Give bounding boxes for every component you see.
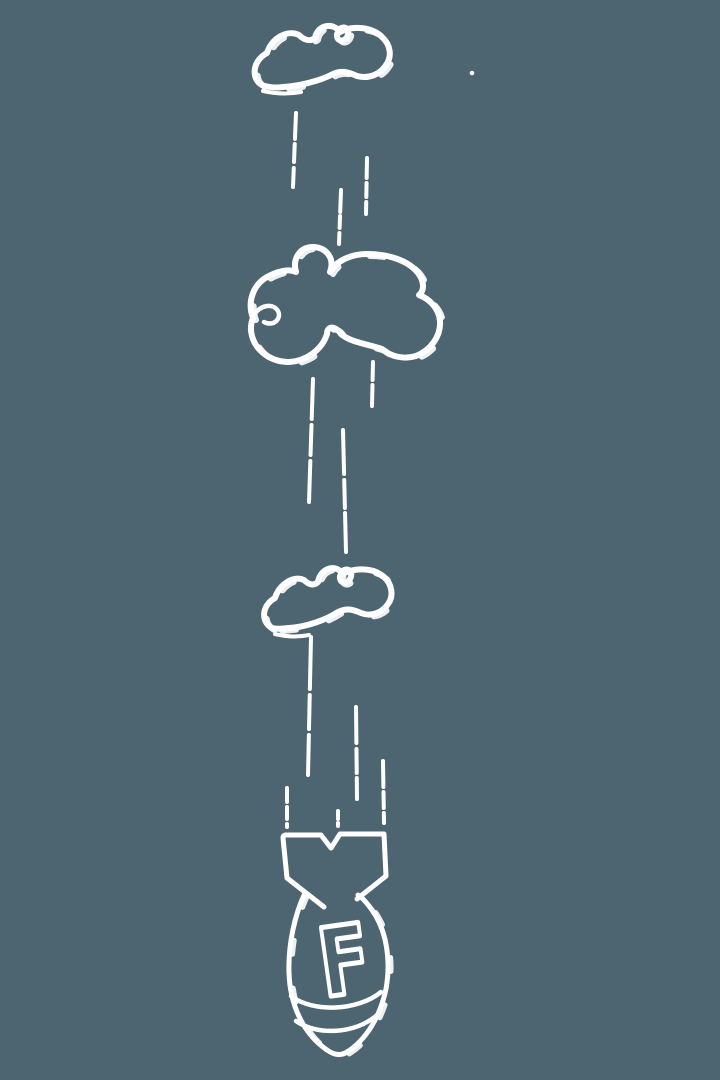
cloud-top-understroke bbox=[261, 89, 303, 96]
motion-line bbox=[381, 759, 386, 825]
motion-lines-lower bbox=[285, 635, 386, 829]
cloud-small-understroke bbox=[273, 632, 311, 639]
cloud-top-icon bbox=[251, 22, 393, 96]
cloud-middle-outline bbox=[247, 244, 444, 365]
motion-line bbox=[341, 428, 348, 554]
motion-line bbox=[337, 188, 343, 246]
cloud-small-icon bbox=[261, 565, 395, 639]
bomb-letter: F bbox=[312, 904, 377, 1020]
cloud-middle-curl bbox=[248, 303, 282, 326]
bomb-nose-band-1 bbox=[288, 989, 384, 1010]
motion-lines-upper bbox=[291, 111, 369, 246]
motion-line bbox=[370, 360, 375, 408]
motion-lines-middle bbox=[307, 360, 375, 554]
motion-line bbox=[364, 156, 369, 216]
cloud-small-sketch-overstroke bbox=[267, 570, 394, 631]
bomb-fins bbox=[280, 831, 389, 902]
motion-line bbox=[307, 377, 315, 504]
cloud-middle-icon bbox=[247, 244, 444, 365]
bomb-icon: F bbox=[280, 831, 391, 1057]
bomb-body bbox=[286, 890, 391, 1057]
cloud-small-outline bbox=[261, 565, 395, 632]
motion-line bbox=[291, 111, 298, 189]
bomb-nose-band-2 bbox=[293, 1012, 380, 1034]
motion-line bbox=[306, 635, 313, 777]
speck-dot bbox=[469, 70, 475, 76]
cloud-top-outline bbox=[251, 22, 393, 91]
motion-line bbox=[354, 705, 359, 801]
